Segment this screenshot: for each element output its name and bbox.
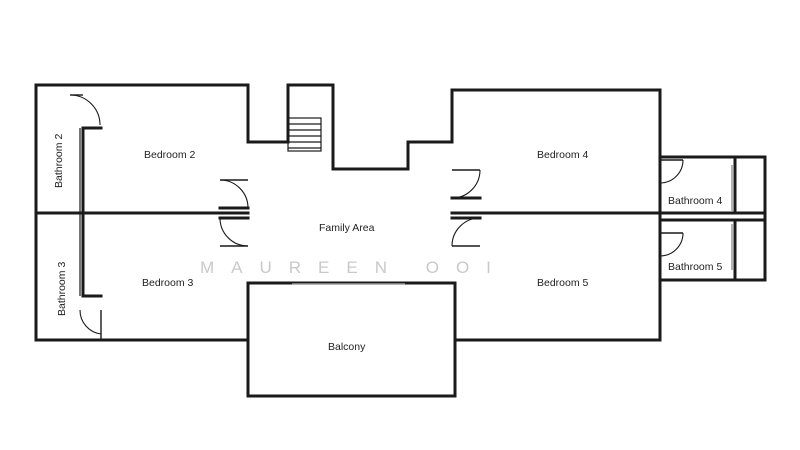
room-label-balcony: Balcony	[328, 341, 366, 353]
room-label-bedroom-4: Bedroom 4	[537, 149, 589, 161]
door-bedroom-3	[218, 216, 250, 247]
stairwell	[246, 83, 454, 171]
door-bedroom-4	[450, 169, 482, 200]
watermark: MAUREEN OOI	[200, 258, 508, 277]
door-bathroom-2	[69, 94, 101, 126]
door-bathroom-3	[79, 309, 102, 340]
room-label-bedroom-5: Bedroom 5	[537, 277, 589, 289]
door-bedroom-5	[450, 216, 482, 247]
room-label-bathroom-5: Bathroom 5	[668, 261, 722, 273]
stairs-icon	[287, 117, 322, 152]
room-label-family-area: Family Area	[319, 222, 375, 234]
door-bedroom-2	[218, 179, 250, 210]
room-label-bathroom-2: Bathroom 2	[53, 134, 65, 188]
right-wing-walls	[450, 88, 767, 342]
central-walls	[246, 281, 457, 398]
room-label-bathroom-4: Bathroom 4	[668, 195, 722, 207]
room-label-bedroom-3: Bedroom 3	[142, 277, 194, 289]
room-label-bedroom-2: Bedroom 2	[144, 149, 196, 161]
door-bathroom-5	[659, 232, 684, 257]
left-wing-walls	[34, 83, 250, 342]
room-label-bathroom-3: Bathroom 3	[56, 262, 68, 316]
door-bathroom-4	[659, 159, 684, 184]
